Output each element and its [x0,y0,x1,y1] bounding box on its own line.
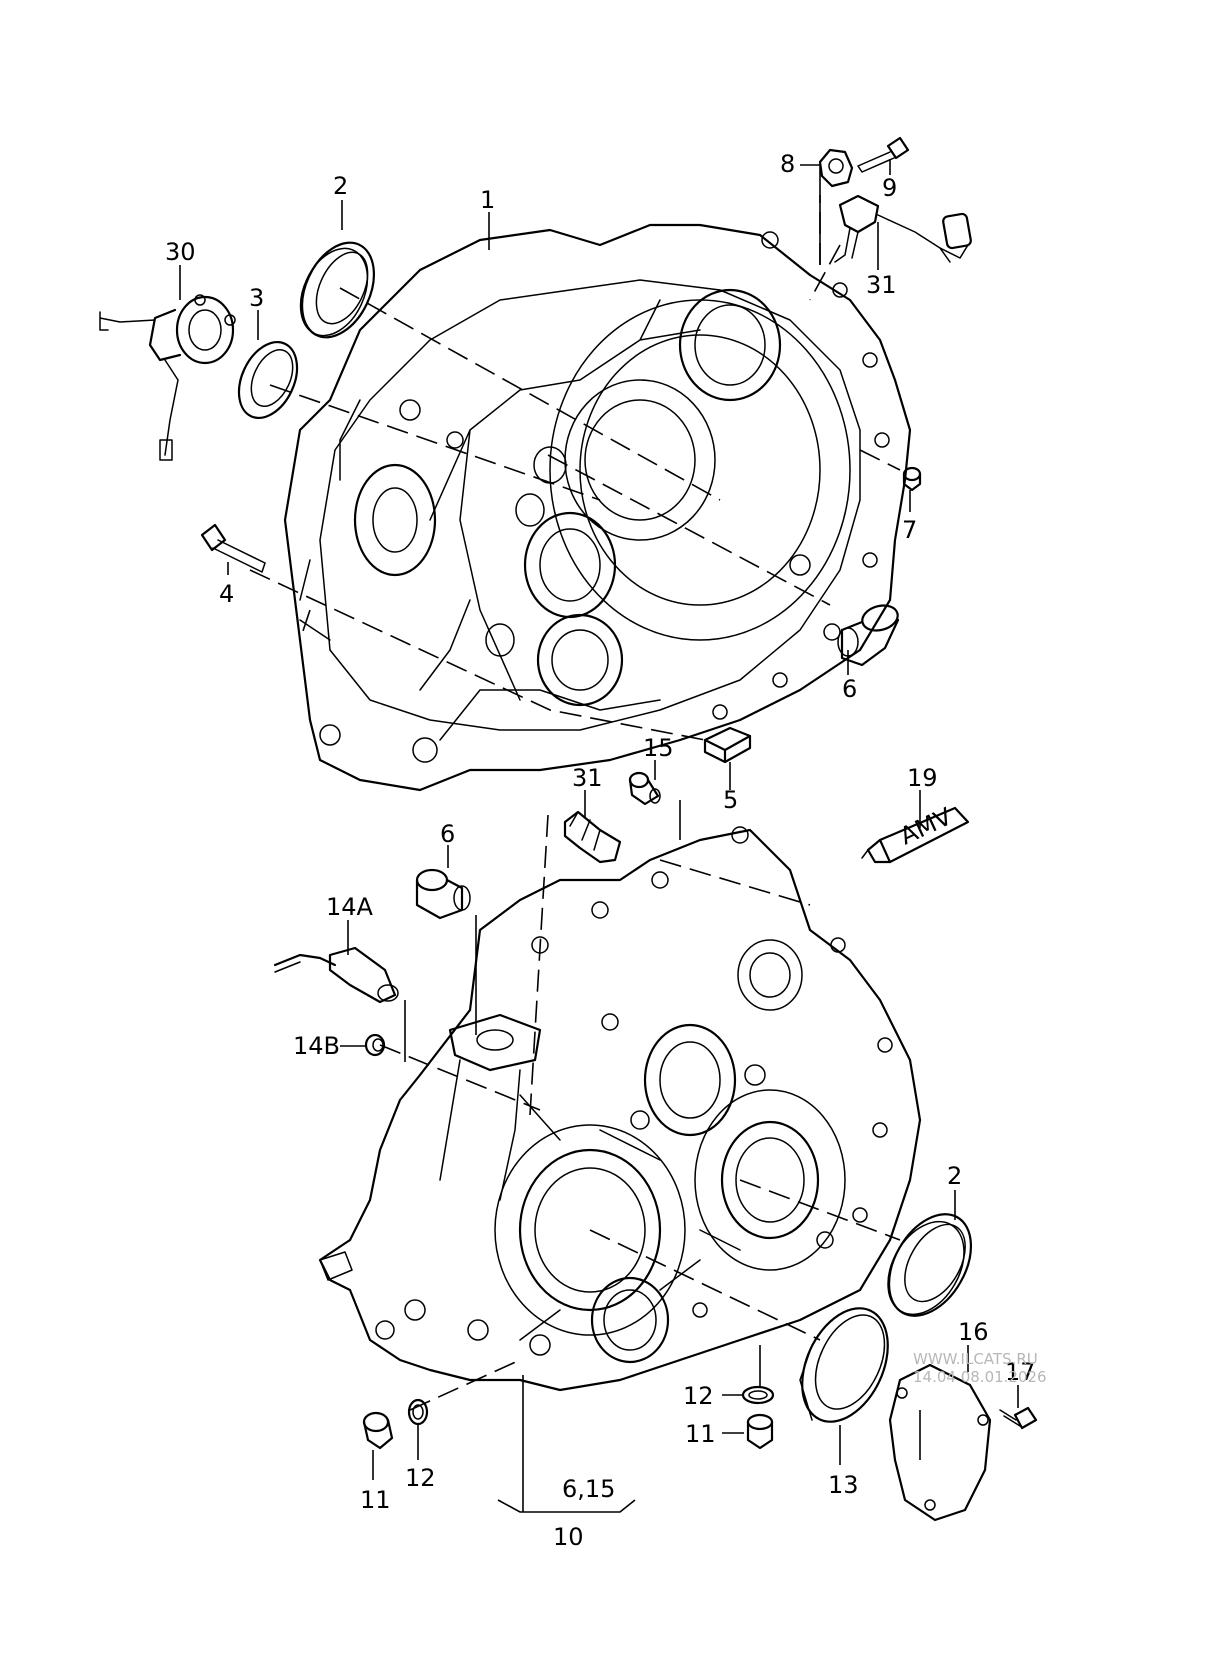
watermark-line2: 14.04 08.01.2026 [913,1368,1047,1386]
label-16: 16 [958,1318,989,1346]
speed-sensor-31-top [834,194,972,263]
part-labels: 1 2 3 4 5 6 7 8 9 30 31 15 31 19 6 14A 1… [165,150,1036,1551]
bolt-4 [200,523,266,573]
label-6-top: 6 [842,675,857,703]
label-5: 5 [723,786,738,814]
speed-sensor-31-mid [563,810,622,864]
watermark-line1: WWW.ILCATS.RU [913,1350,1038,1368]
label-11-right: 11 [685,1420,716,1448]
watermark: WWW.ILCATS.RU 14.04 08.01.2026 [913,1350,1047,1386]
label-17: 17 [1005,1358,1036,1386]
upper-gearbox-housing [283,223,912,792]
label-7: 7 [902,516,917,544]
part-15 [628,771,661,806]
label-19: 19 [907,764,938,792]
part-14B [364,1033,386,1057]
label-31-mid: 31 [572,764,603,792]
plug-7 [902,466,922,492]
oil-seal-3 [237,341,299,419]
plug-11-left [362,1411,394,1450]
cover-13 [799,1307,889,1423]
plug-11-right [746,1413,774,1450]
label-12-right: 12 [683,1382,714,1410]
label-14B: 14B [293,1032,340,1060]
oil-seal-2-top [299,241,375,339]
slave-cylinder-30 [99,294,236,461]
label-12-left: 12 [405,1464,436,1492]
label-6-15: 6,15 [562,1475,615,1503]
label-3: 3 [249,284,264,312]
lower-gearbox-housing [318,826,922,1392]
gasket-16 [888,1363,992,1522]
label-4: 4 [219,580,234,608]
label-11-left: 11 [360,1486,391,1514]
label-1: 1 [480,186,495,214]
bolt-9 [857,136,910,173]
bolt-17 [999,1406,1038,1430]
bushing-6-top [837,604,900,667]
label-8: 8 [780,150,795,178]
label-2-bottom: 2 [947,1162,962,1190]
label-14A: 14A [326,893,374,921]
block-5 [703,726,752,764]
label-6-mid: 6 [440,820,455,848]
label-9: 9 [882,174,897,202]
label-2-top: 2 [333,172,348,200]
label-31-top: 31 [866,271,897,299]
dashed-assembly-lines [249,195,901,1411]
label-13: 13 [828,1471,859,1499]
label-10: 10 [553,1523,584,1551]
sealant-tube-19: AMV [861,802,970,864]
oil-seal-2-bottom [887,1213,973,1317]
washer-12-right [741,1385,775,1405]
bushing-6-mid [415,868,471,920]
part-14A [273,946,399,1004]
label-30: 30 [165,238,196,266]
label-15: 15 [643,734,674,762]
sensor-8 [818,148,854,188]
